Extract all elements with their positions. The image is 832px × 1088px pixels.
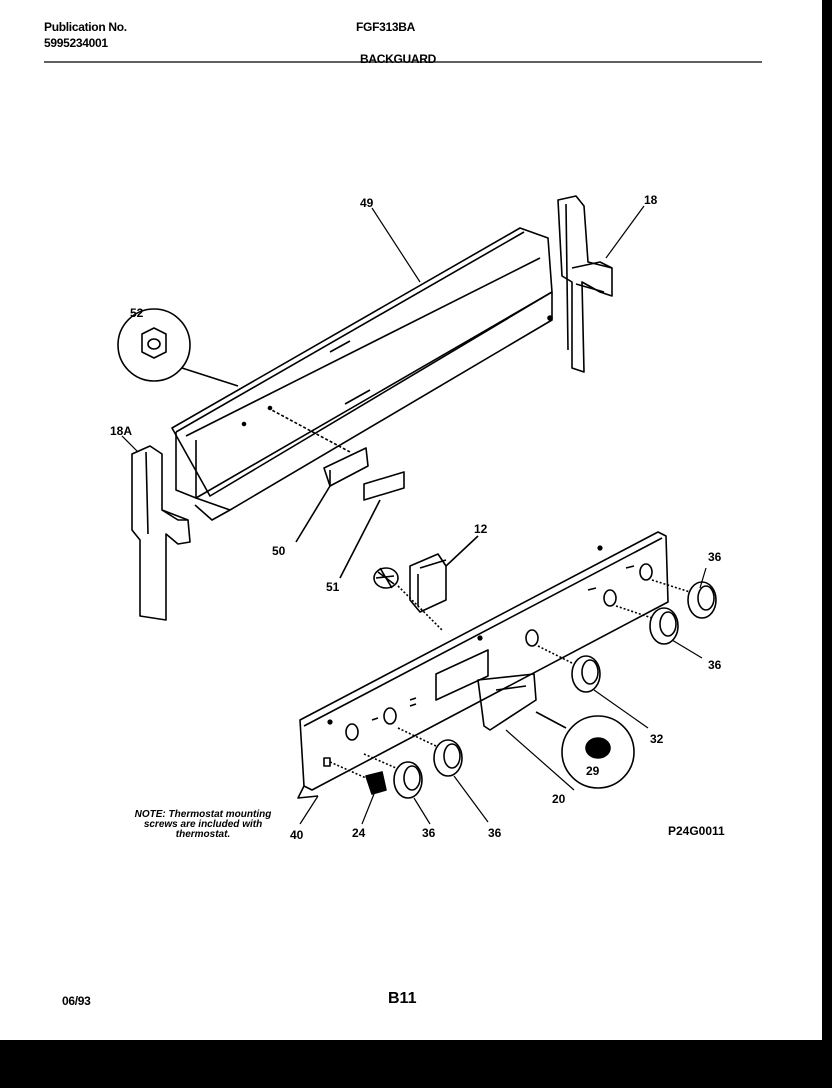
screw-detail — [117, 308, 239, 387]
publication-number: 5995234001 — [44, 36, 108, 50]
backguard-trim — [171, 227, 553, 521]
callout-36-right: 36 — [708, 658, 722, 672]
callout-52: 52 — [130, 306, 144, 320]
callout-36-mid: 36 — [488, 826, 502, 840]
scan-border-bottom — [0, 1040, 832, 1088]
callout-24: 24 — [352, 826, 366, 840]
callout-51: 51 — [326, 580, 340, 594]
knobs — [363, 579, 717, 799]
switch — [329, 761, 387, 795]
diagram-code: P24G0011 — [668, 824, 725, 838]
scan-border-right — [822, 0, 832, 1088]
bracket-and-label — [267, 407, 405, 579]
callout-29: 29 — [586, 764, 600, 778]
callout-49: 49 — [360, 196, 374, 210]
callout-36-left: 36 — [422, 826, 436, 840]
callout-50: 50 — [272, 544, 286, 558]
end-cap-right — [557, 195, 613, 373]
callout-18a: 18A — [110, 424, 133, 438]
leader-lines — [121, 205, 707, 825]
control-panel — [297, 531, 669, 799]
publication-label: Publication No. — [44, 20, 127, 34]
section-title: BACKGUARD — [360, 52, 436, 66]
callout-36-top: 36 — [708, 550, 722, 564]
end-cap-left — [131, 445, 191, 621]
model-number: FGF313BA — [356, 20, 415, 34]
footer-date: 06/93 — [62, 994, 91, 1008]
callout-20: 20 — [552, 792, 566, 806]
callout-40: 40 — [290, 828, 304, 842]
page-number: B11 — [388, 990, 417, 1007]
clock-detail — [535, 711, 635, 789]
callout-12: 12 — [474, 522, 488, 536]
thermostat — [373, 535, 479, 631]
callout-18: 18 — [644, 193, 658, 207]
callout-32: 32 — [650, 732, 664, 746]
thermostat-note: NOTE: Thermostat mounting screws are inc… — [134, 809, 272, 840]
